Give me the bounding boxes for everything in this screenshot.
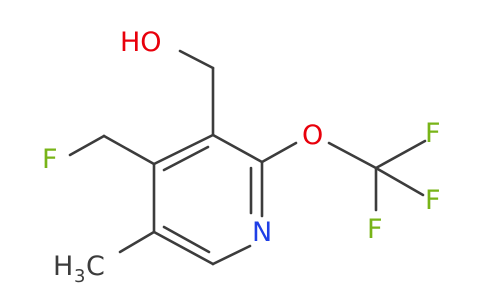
bond-c6-c5-inner — [162, 225, 211, 254]
bond-n-c6 — [211, 244, 252, 266]
bond-c4-c3-inner — [162, 145, 210, 172]
methyl-subscript: 3 — [74, 266, 85, 287]
bond-c5-ch3 — [118, 230, 156, 254]
nitrogen-label: N — [252, 217, 272, 248]
bond-cf3-f-right — [374, 166, 425, 197]
bond-o-cf3 — [327, 141, 378, 170]
methyl-c: C — [86, 251, 105, 282]
bond-c4-c3 — [152, 133, 215, 166]
bond-c6-c5 — [152, 230, 215, 266]
atom-labels: HO N O F F F F H 3 C — [42, 27, 441, 287]
cf3-fluorine-right-label: F — [425, 185, 441, 216]
bond-ch2-f — [68, 134, 106, 157]
methyl-label: H 3 C — [53, 251, 105, 287]
methyl-h: H — [53, 251, 73, 282]
bond-ch2-oh — [178, 49, 215, 70]
bond-c4-ch2f — [102, 134, 156, 166]
bond-cf3-f-top — [374, 139, 427, 170]
fluoromethyl-fluorine-label: F — [42, 144, 58, 175]
hydroxyl-label: HO — [120, 27, 162, 58]
bond-c2-o — [260, 141, 298, 164]
cf3-fluorine-top-label: F — [425, 118, 441, 149]
cf3-fluorine-bottom-label: F — [367, 214, 383, 245]
bond-c3-c2 — [211, 133, 264, 164]
ether-oxygen-label: O — [302, 120, 323, 151]
bonds — [68, 49, 427, 266]
